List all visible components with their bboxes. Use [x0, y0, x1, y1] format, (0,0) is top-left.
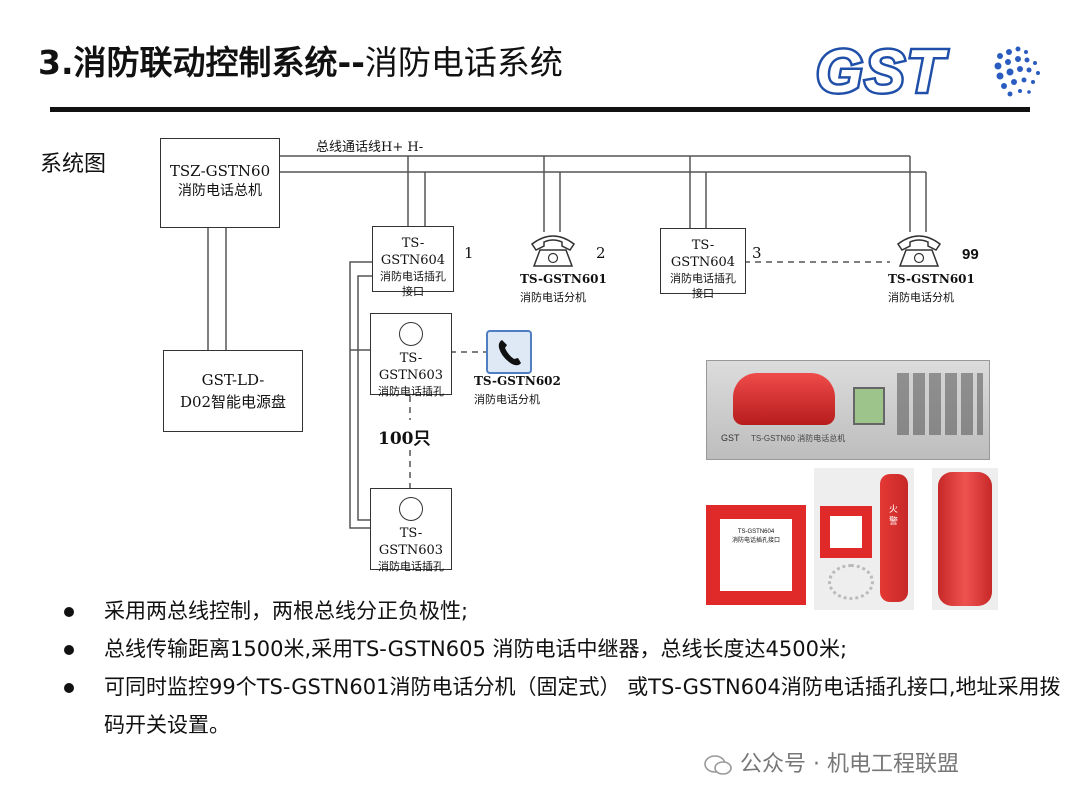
jack-interface-3-number: 3 — [752, 244, 762, 262]
bullet-text: 可同时监控99个TS-GSTN601消防电话分机（固定式） 或TS-GSTN60… — [104, 675, 1061, 737]
jack-top: TS-GSTN603 消防电话插孔 — [370, 313, 452, 398]
power-name: D02智能电源盘 — [179, 393, 287, 411]
gst-logo: GST — [814, 38, 1040, 104]
red-handset-photo — [932, 468, 998, 610]
page-title: 3.消防联动控制系统--消防电话系统 — [38, 36, 563, 84]
lcd-screen — [853, 387, 885, 425]
jack-top-model: TS-GSTN603 — [378, 351, 444, 383]
phone-host-photo: GST TS-GSTN60 消防电话总机 — [706, 360, 990, 460]
jack-bottom-model: TS-GSTN603 — [378, 526, 444, 558]
jack-interface-3-model: TS-GSTN604 — [670, 238, 736, 270]
bus-label: 总线通话线H+ H- — [316, 140, 424, 155]
keypad — [897, 373, 983, 435]
title-rule — [50, 107, 1030, 112]
phone-99-model: TS-GSTN601 — [888, 272, 975, 286]
jack-plate-name: 消防电话插孔接口 — [731, 538, 780, 544]
host-name: 消防电话总机 — [178, 183, 262, 199]
bullet-item: 采用两总线控制，两根总线分正负极性; — [58, 592, 1058, 630]
handset-model: TS-GSTN602 — [474, 374, 561, 388]
bullet-dot — [64, 683, 74, 693]
handset-cradle — [733, 373, 835, 425]
bullet-item: 可同时监控99个TS-GSTN601消防电话分机（固定式） 或TS-GSTN60… — [58, 668, 1064, 744]
jack-interface-1-line1: 消防电话插孔 — [380, 270, 446, 283]
diagram-label: 系统图 — [40, 152, 107, 177]
title-light: 消防电话系统 — [364, 43, 563, 82]
phone-box-text: 火警 — [889, 505, 899, 527]
phone-2-name: 消防电话分机 — [520, 291, 586, 304]
title-bold: 3.消防联动控制系统-- — [38, 43, 365, 82]
jack-bottom-name: 消防电话插孔 — [378, 560, 444, 573]
jack-interface-1: TS-GSTN604 消防电话插孔 接口 — [372, 226, 454, 298]
jack-interface-3-line2: 接口 — [692, 287, 714, 300]
bullet-dot — [64, 607, 74, 617]
jack-count: 100只 — [378, 429, 431, 449]
jack-interface-1-model: TS-GSTN604 — [380, 236, 446, 268]
power-model: GST-LD- — [201, 371, 265, 389]
handset-name: 消防电话分机 — [474, 393, 540, 406]
phone-99-name: 消防电话分机 — [888, 291, 954, 304]
jack-interface-3-line1: 消防电话插孔 — [670, 272, 736, 285]
panel-caption: TS-GSTN60 消防电话总机 — [751, 434, 846, 443]
bullet-text: 总线传输距离1500米,采用TS-GSTN605 消防电话中继器，总线长度达45… — [104, 637, 848, 661]
panel-brand: GST — [721, 433, 740, 443]
jack-interface-3: TS-GSTN604 消防电话插孔 接口 — [660, 228, 746, 300]
jack-socket-icon — [399, 497, 423, 521]
bullet-dot — [64, 645, 74, 655]
power-box: GST-LD- D02智能电源盘 — [163, 350, 303, 432]
jack-socket-icon — [399, 322, 423, 346]
jack-interface-1-number: 1 — [464, 244, 474, 262]
bullet-item: 总线传输距离1500米,采用TS-GSTN605 消防电话中继器，总线长度达45… — [58, 630, 1058, 668]
footer-watermark: 公众号 · 机电工程联盟 — [704, 746, 959, 778]
logo-dots — [994, 46, 1040, 97]
jack-plate-photo: TS-GSTN604 消防电话插孔接口 — [706, 505, 806, 605]
jack-bottom: TS-GSTN603 消防电话插孔 — [370, 488, 452, 573]
bullet-text: 采用两总线控制，两根总线分正负极性; — [104, 599, 469, 623]
wechat-icon — [704, 755, 732, 775]
logo-text: GST — [816, 38, 948, 104]
phone-2-model: TS-GSTN601 — [520, 272, 607, 286]
jack-handset-photo: 火警 — [814, 468, 914, 610]
footer-text: 公众号 · 机电工程联盟 — [740, 752, 959, 777]
jack-plate-model: TS-GSTN604 — [737, 529, 775, 535]
handset-icon — [486, 330, 532, 374]
telephone-icon — [896, 235, 942, 267]
phone-99-number: 99 — [962, 246, 979, 263]
host-box: TSZ-GSTN60 消防电话总机 — [160, 138, 280, 228]
jack-top-name: 消防电话插孔 — [378, 385, 444, 398]
telephone-icon — [530, 235, 576, 267]
host-model: TSZ-GSTN60 — [169, 162, 271, 180]
phone-2-number: 2 — [596, 244, 606, 262]
bullet-list: 采用两总线控制，两根总线分正负极性; 总线传输距离1500米,采用TS-GSTN… — [58, 592, 1061, 744]
jack-interface-1-line2: 接口 — [402, 285, 424, 298]
